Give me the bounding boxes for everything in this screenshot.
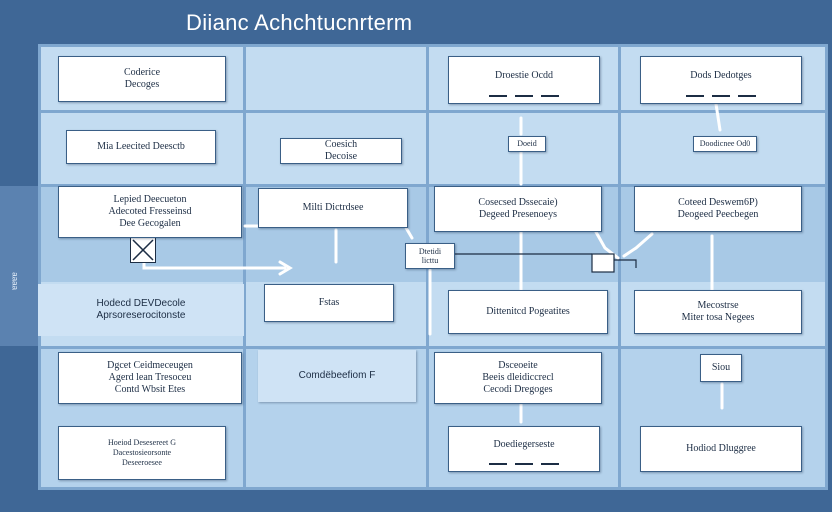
grid-row-line-2 [38, 110, 828, 113]
grid-row-line-5 [38, 487, 828, 490]
side-label: ɐɐɐɐ [10, 272, 19, 290]
box-r2c1: Mia Leecited Deesctb [66, 130, 216, 164]
box-r1c3-text: Droestie Ocdd [494, 70, 554, 81]
grid-row-line-1 [38, 44, 828, 47]
box-r2c4: Doodicnee Od0 [693, 136, 757, 152]
box-r2c3: Doeid [508, 136, 546, 152]
box-r1c3: Droestie Ocdd [448, 56, 600, 104]
side-tab [0, 186, 38, 346]
box-r3c2-text: Milti Dictrdsee [302, 202, 364, 213]
grid-col-line-1 [38, 44, 41, 490]
grid-row-line-3 [38, 184, 828, 187]
grid-col-line-5 [825, 44, 828, 490]
box-r6c1-text: Hoeiod Desesereet G Dacestosieorsonte De… [108, 438, 176, 467]
box-r2c3-text: Doeid [517, 139, 537, 148]
box-r5c3-text: Dsceoeite Beeis dleidiccrecl Cecodi Dreg… [482, 360, 554, 395]
box-r5c1: Dgcet Ceidmeceugen Agerd lean Tresoceu C… [58, 352, 242, 404]
box-r1c4-dashes [686, 95, 756, 97]
box-r5c4-text: Siou [711, 362, 731, 373]
box-r6c1: Hoeiod Desesereet G Dacestosieorsonte De… [58, 426, 226, 480]
box-r3c4-text: Coteed Deswem6P) Deogeed Peecbegen [677, 197, 759, 220]
box-r1c4: Dods Dedotges [640, 56, 802, 104]
box-r2c2-text: Coesich Decoise [324, 139, 358, 162]
box-r5c2: Comdëbeefiom F [258, 350, 416, 402]
box-r1c3-dashes [489, 95, 559, 97]
box-r4c2-text: Fstas [318, 297, 340, 308]
box-r6c4: Hodiod Dluggree [640, 426, 802, 472]
grid-row-line-4 [38, 346, 828, 349]
diagram-title: Diianc Achchtucnrterm [186, 10, 413, 35]
box-r6c3-text: Doediegerseste [493, 439, 555, 450]
box-r3c1: Lepied Deecueton Adecoted Fresseinsd Dee… [58, 186, 242, 238]
box-r1c1: Coderice Decoges [58, 56, 226, 102]
box-r3c3: Cosecsed Dssecaie) Degeed Presenoeys [434, 186, 602, 232]
close-icon [132, 239, 154, 261]
box-r3c2: Milti Dictrdsee [258, 188, 408, 228]
x-marker-box [130, 237, 156, 263]
box-r5c4: Siou [700, 354, 742, 382]
box-r4c1-text: Hodecd DEVDecole Aprsoreserocitonste [96, 298, 186, 321]
box-r6c3: Doediegerseste [448, 426, 600, 472]
box-r2c1-text: Mia Leecited Deesctb [97, 141, 185, 152]
box-r6c4-text: Hodiod Dluggree [686, 443, 756, 454]
box-r1c1-text: Coderice Decoges [123, 67, 161, 90]
box-r2c4-text: Doodicnee Od0 [699, 139, 751, 148]
box-r4c3: Dittenitcd Pogeatites [448, 290, 608, 334]
box-r4c4: Mecostrse Miter tosa Negees [634, 290, 802, 334]
box-r4c2: Fstas [264, 284, 394, 322]
box-r5c3: Dsceoeite Beeis dleidiccrecl Cecodi Dreg… [434, 352, 602, 404]
box-r5c2-text: Comdëbeefiom F [298, 370, 376, 381]
box-r4c4-text: Mecostrse Miter tosa Negees [681, 300, 755, 323]
box-mid1: Dtetidi licttu [405, 243, 455, 269]
box-r3c3-text: Cosecsed Dssecaie) Degeed Presenoeys [478, 197, 558, 220]
box-r3c1-text: Lepied Deecueton Adecoted Fresseinsd Dee… [108, 194, 192, 229]
box-r6c3-dashes [489, 463, 559, 465]
box-r4c1: Hodecd DEVDecole Aprsoreserocitonste [38, 284, 244, 336]
box-r1c4-text: Dods Dedotges [690, 70, 752, 81]
box-r4c3-text: Dittenitcd Pogeatites [486, 306, 570, 317]
box-r5c1-text: Dgcet Ceidmeceugen Agerd lean Tresoceu C… [107, 360, 193, 395]
box-r3c4: Coteed Deswem6P) Deogeed Peecbegen [634, 186, 802, 232]
box-mid1-text: Dtetidi licttu [418, 247, 442, 265]
box-r2c2: Coesich Decoise [280, 138, 402, 164]
